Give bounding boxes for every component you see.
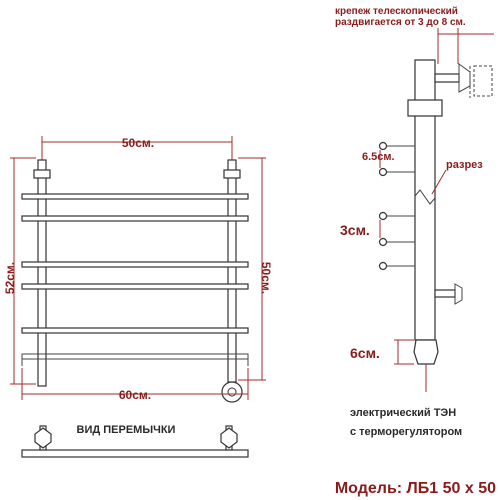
- lower-wall-flange: [454, 283, 463, 305]
- wall-flange: [458, 63, 471, 93]
- cut-label: разрез: [446, 159, 483, 171]
- jumper-bar: [21, 449, 249, 458]
- rung-2: [21, 215, 249, 222]
- width-top-label: 50см.: [122, 136, 154, 150]
- dim-6-label: 6см.: [350, 345, 380, 361]
- dim-3-label: 3см.: [340, 222, 370, 238]
- right-vertical-pipe: [227, 159, 237, 383]
- rung-end-2: [378, 167, 388, 177]
- rung-end-5: [378, 261, 388, 271]
- height-right-label: 50см.: [259, 262, 273, 294]
- right-cap: [223, 169, 241, 179]
- cut-leader: [431, 169, 447, 195]
- mount-label-line1: крепеж телескопический: [335, 6, 458, 17]
- lower-mount-rod: [434, 289, 456, 298]
- mount-label-line2: раздвигается от 3 до 8 см.: [335, 17, 466, 28]
- heater-connector-inner: [227, 387, 237, 397]
- rung-end-3: [378, 211, 388, 221]
- width-bottom-label: 60см.: [119, 388, 151, 402]
- side-view: крепеж телескопический раздвигается от 3…: [335, 6, 494, 438]
- rung-end-4: [378, 237, 388, 247]
- rung-4: [21, 283, 249, 290]
- jumper-view-title: ВИД ПЕРЕМЫЧКИ: [77, 424, 176, 436]
- front-view: 50см. 52см. 50см. 60см.: [3, 136, 273, 403]
- rung-1: [21, 193, 249, 200]
- height-left-label: 52см.: [3, 262, 17, 294]
- wall-dashed-box: [473, 65, 493, 97]
- upper-mount-block: [407, 99, 443, 117]
- bottom-rung: [21, 353, 249, 366]
- left-vertical-pipe: [37, 159, 47, 387]
- heater-connector: [221, 381, 243, 403]
- rung-5: [21, 327, 249, 334]
- heater-label-line2: с терморегулятором: [350, 426, 462, 438]
- left-jumper-nut: [34, 427, 52, 449]
- rung-3: [21, 261, 249, 268]
- heater-element: [413, 339, 439, 365]
- model-label: Модель: ЛБ1 50 х 50: [335, 480, 496, 497]
- dim-6-5-label: 6.5см.: [362, 151, 395, 163]
- cut-mark: [414, 189, 436, 205]
- right-jumper-nut: [220, 427, 238, 449]
- jumper-view: ВИД ПЕРЕМЫЧКИ: [21, 424, 249, 458]
- telescopic-rod: [434, 73, 460, 83]
- left-cap: [33, 169, 51, 179]
- rung-end-1: [378, 141, 388, 151]
- heater-label-line1: электрический ТЭН: [350, 407, 456, 419]
